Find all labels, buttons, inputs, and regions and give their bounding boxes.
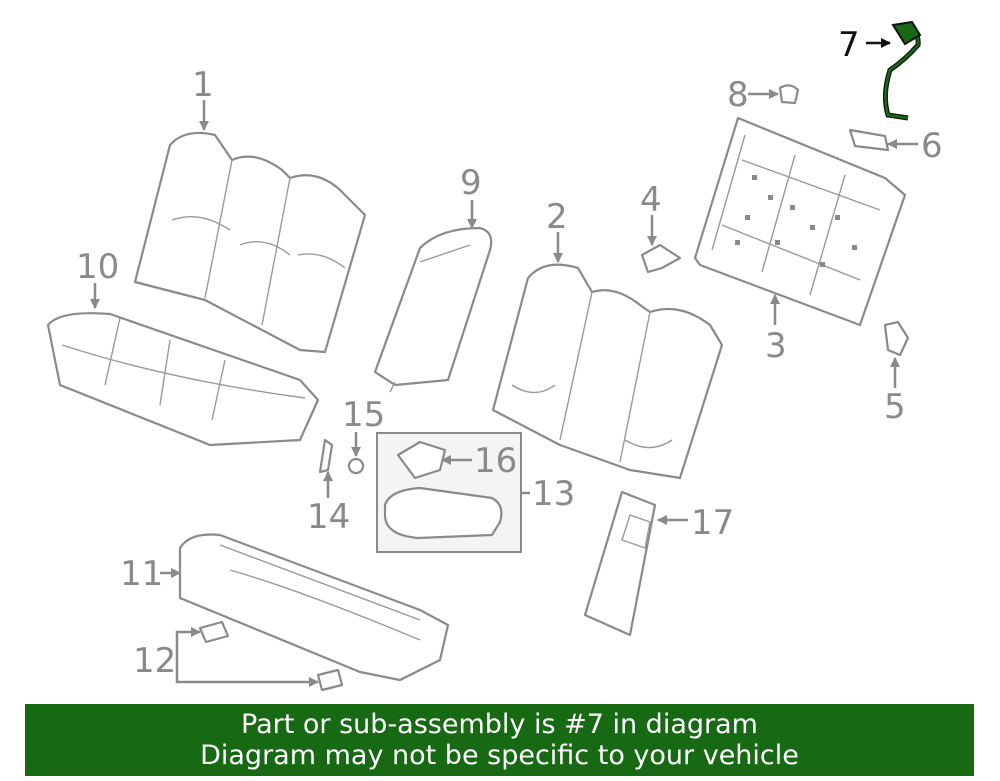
part-14-clip[interactable] xyxy=(318,438,334,474)
callout-7: 7 xyxy=(838,25,860,65)
part-12-clip-lower[interactable] xyxy=(316,668,344,692)
info-banner: Part or sub-assembly is #7 in diagram Di… xyxy=(25,704,974,776)
part-3-seatback-frame[interactable] xyxy=(693,116,907,327)
parts-diagram: 1 2 3 4 5 6 7 8 9 10 11 12 13 14 15 16 1… xyxy=(46,20,943,692)
callout-5: 5 xyxy=(884,387,906,427)
banner-line-2: Diagram may not be specific to your vehi… xyxy=(200,740,799,771)
part-9-armrest[interactable] xyxy=(373,226,493,393)
callout-9: 9 xyxy=(460,163,482,203)
callout-14: 14 xyxy=(307,497,350,537)
part-10-cushion-cover[interactable] xyxy=(46,312,320,447)
banner-line-1: Part or sub-assembly is #7 in diagram xyxy=(241,709,758,740)
part-7-cable-highlighted[interactable] xyxy=(882,20,922,121)
part-11-cushion-pad[interactable] xyxy=(178,533,450,682)
callout-16: 16 xyxy=(474,441,517,481)
part-12-clip-upper[interactable] xyxy=(198,620,230,644)
callout-12: 12 xyxy=(133,641,176,681)
part-6-latch[interactable] xyxy=(848,128,890,152)
callout-1: 1 xyxy=(192,65,214,105)
callout-10: 10 xyxy=(76,247,119,287)
part-2-seatback-cover[interactable] xyxy=(491,263,724,480)
callout-4: 4 xyxy=(640,180,662,220)
callout-3: 3 xyxy=(765,326,787,366)
callout-13: 13 xyxy=(532,474,575,514)
callout-6: 6 xyxy=(921,126,943,166)
callout-11: 11 xyxy=(120,554,163,594)
callout-8: 8 xyxy=(727,75,749,115)
callout-2: 2 xyxy=(546,197,568,237)
part-4-hook[interactable] xyxy=(640,243,682,274)
part-5-bracket[interactable] xyxy=(883,320,910,357)
part-17-panel[interactable] xyxy=(583,490,657,637)
part-13-armrest-box[interactable] xyxy=(376,432,522,553)
part-8-cap[interactable] xyxy=(778,84,800,105)
callout-17: 17 xyxy=(691,503,734,543)
callout-15: 15 xyxy=(342,395,385,435)
part-1-seatback-cover[interactable] xyxy=(133,131,367,354)
part-15-grommet[interactable] xyxy=(347,457,365,475)
